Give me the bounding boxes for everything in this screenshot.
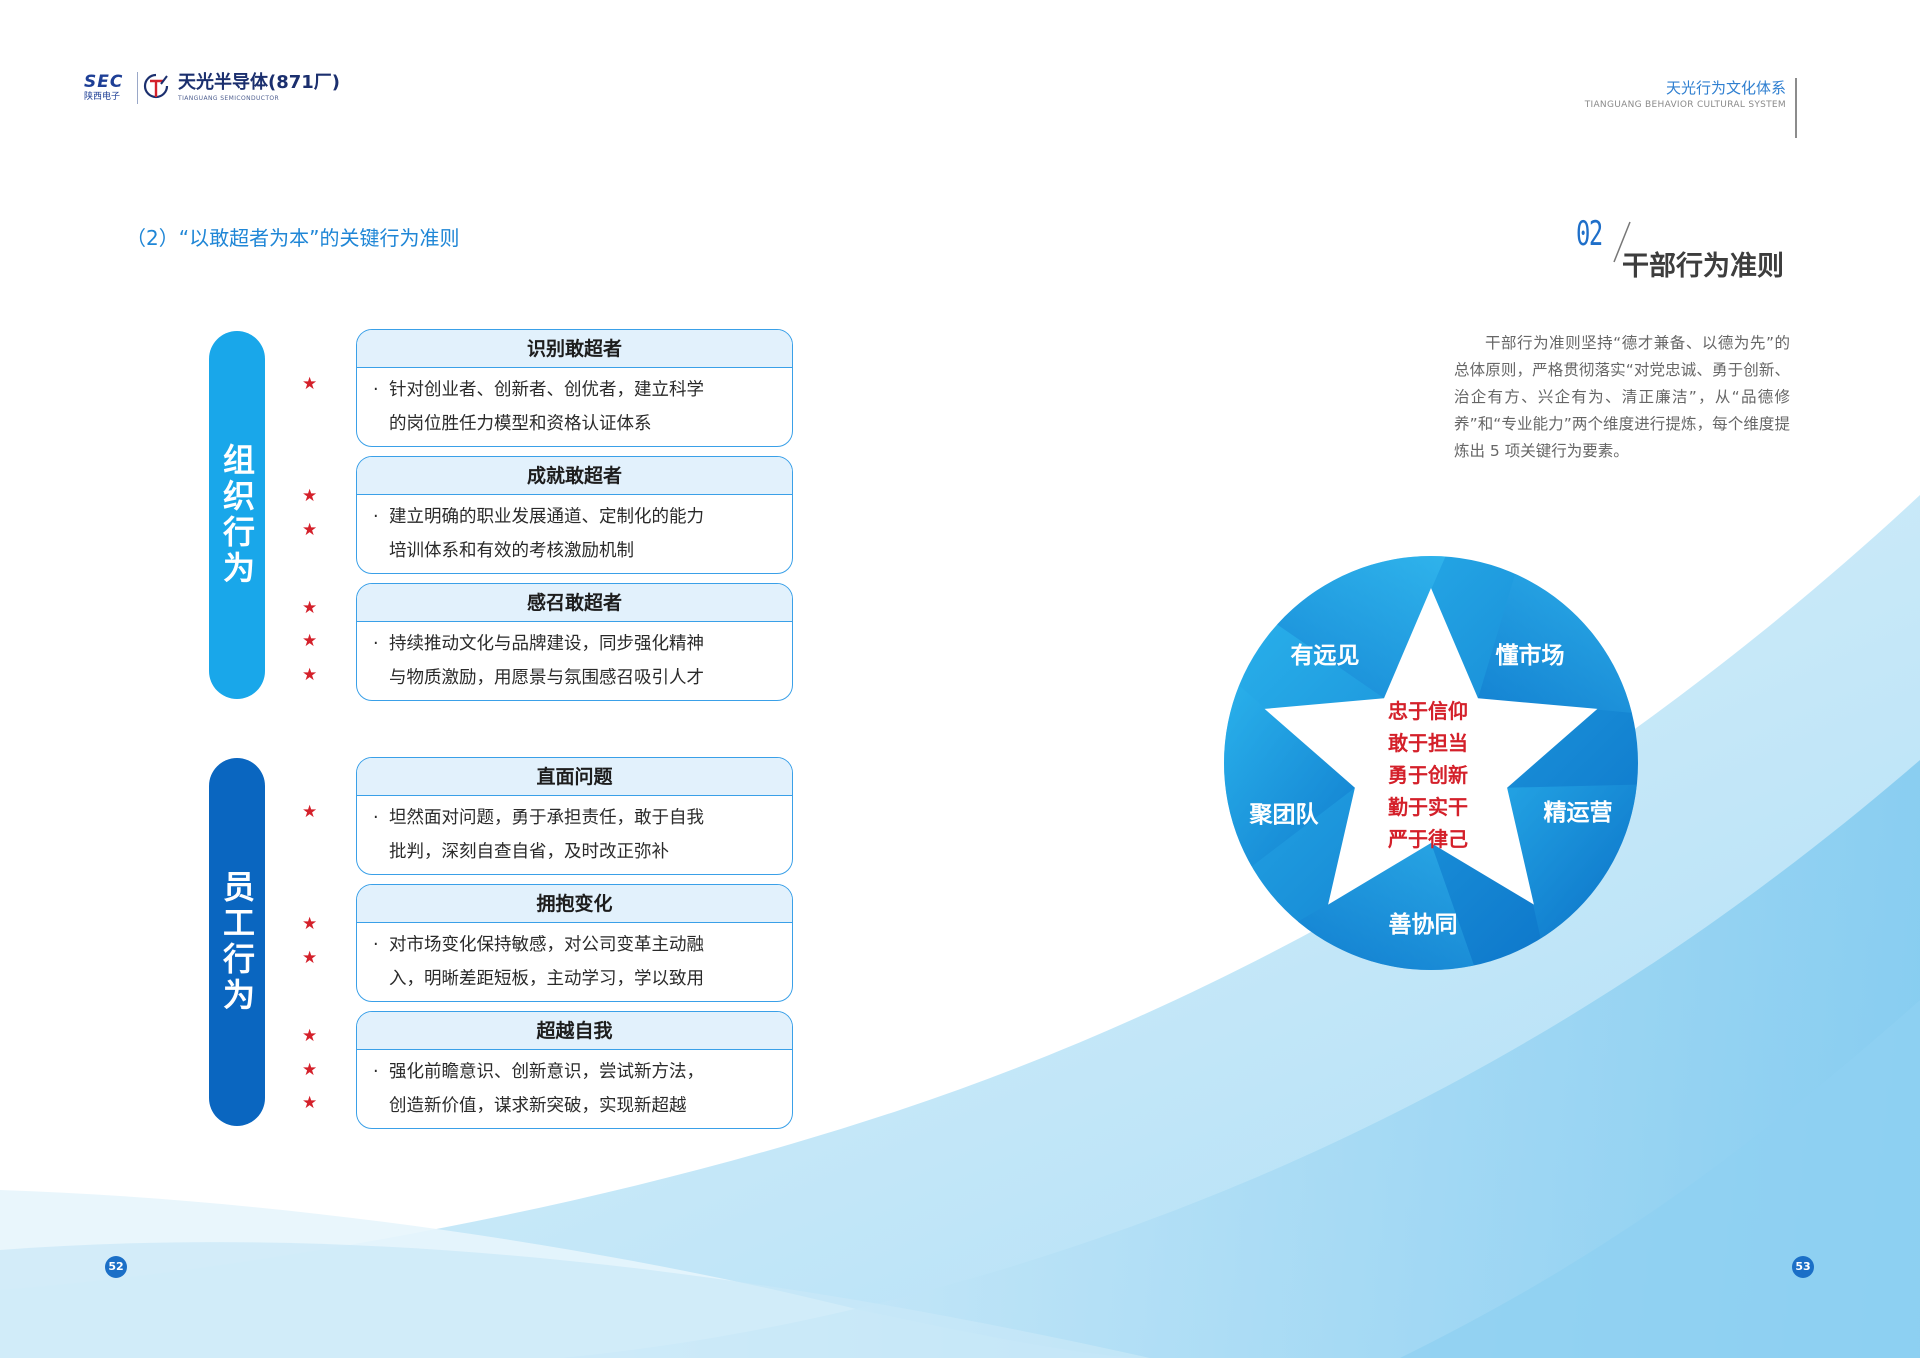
star-icon: ★: [302, 914, 318, 934]
tianguang-logo-icon: [143, 73, 169, 99]
card-line: 持续推动文化与品牌建设，同步强化精神: [389, 634, 704, 654]
center-value: 勇于创新: [1388, 763, 1468, 787]
wheel-segment-operations: 精运营: [1543, 800, 1613, 826]
card-line: 坦然面对问题，勇于承担责任，敢于自我: [389, 808, 704, 828]
wheel-segment-shade: [1277, 556, 1446, 699]
center-value: 忠于信仰: [1388, 699, 1468, 723]
card-line: 对市场变化保持敏感，对公司变革主动融: [389, 935, 704, 955]
header-section-title: 天光行为文化体系: [1665, 79, 1786, 97]
card-line: 针对创业者、创新者、创优者，建立科学: [389, 380, 704, 400]
header-divider: [1795, 78, 1797, 138]
card-line: 的岗位胜任力模型和资格认证体系: [389, 414, 652, 434]
wheel-segment-shade: [1507, 784, 1637, 939]
card-line: 与物质激励，用愿景与氛围感召吸引人才: [389, 668, 704, 688]
behavior-card-surpass-self: 超越自我 · 强化前瞻意识、创新意识，尝试新方法， 创造新价值，谋求新突破，实现新…: [356, 1011, 793, 1129]
section-number: 02: [1576, 214, 1603, 254]
header-section-title-en: TIANGUANG BEHAVIOR CULTURAL SYSTEM: [1584, 100, 1786, 110]
star-icon: ★: [302, 948, 318, 968]
card-line: 强化前瞻意识、创新意识，尝试新方法，: [389, 1062, 704, 1082]
bullet: ·: [373, 808, 379, 828]
wheel-segment-team: 聚团队: [1249, 802, 1319, 828]
cadre-wheel-diagram: [1224, 556, 1638, 970]
card-line: 创造新价值，谋求新突破，实现新超越: [389, 1096, 687, 1116]
center-value: 勤于实干: [1388, 795, 1468, 819]
star-icon: ★: [302, 374, 318, 394]
card-title: 直面问题: [357, 758, 792, 796]
star-icon: ★: [302, 802, 318, 822]
sec-logo-subtext: 陕西电子: [84, 92, 121, 102]
company-name: 天光半导体(871厂): [178, 72, 341, 93]
star-icon: ★: [302, 598, 318, 618]
logo-divider: [137, 72, 138, 104]
card-title: 拥抱变化: [357, 885, 792, 923]
card-line: 入，明晰差距短板，主动学习，学以致用: [389, 969, 704, 989]
company-name-en: TIANGUANG SEMICONDUCTOR: [178, 95, 280, 102]
star-icon: ★: [302, 486, 318, 506]
center-value: 敢于担当: [1388, 731, 1468, 755]
slash-decoration: [1613, 221, 1631, 263]
star-icon: ★: [302, 1026, 318, 1046]
card-line: 培训体系和有效的考核激励机制: [389, 541, 634, 561]
star-icon: ★: [302, 520, 318, 540]
behavior-card-inspire: 感召敢超者 · 持续推动文化与品牌建设，同步强化精神 与物质激励，用愿景与氛围感召…: [356, 583, 793, 701]
cadre-principles-title: 干部行为准则: [1622, 251, 1784, 282]
card-line: 批判，深刻自查自省，及时改正弥补: [389, 842, 669, 862]
wheel-center-values: 忠于信仰 敢于担当 勇于创新 勤于实干 严于律己: [1383, 695, 1473, 855]
wheel-segment-shade: [1297, 843, 1475, 970]
page-number-left: 52: [105, 1256, 127, 1278]
org-behavior-bar: 组织行为: [209, 331, 265, 699]
sec-logo-text: SEC: [84, 72, 124, 92]
wheel-segment-shade: [1224, 685, 1355, 867]
employee-behavior-label: 员工行为: [218, 870, 256, 1014]
employee-behavior-bar: 员工行为: [209, 758, 265, 1126]
cadre-principles-intro: 干部行为准则坚持“德才兼备、以德为先”的总体原则，严格贯彻落实“对党忠诚、勇于创…: [1454, 334, 1790, 460]
sec-logo: SEC 陕西电子: [84, 74, 130, 103]
card-title: 成就敢超者: [357, 457, 792, 495]
star-icon: ★: [302, 1093, 318, 1113]
star-icon: ★: [302, 1060, 318, 1080]
behavior-card-achieve: 成就敢超者 · 建立明确的职业发展通道、定制化的能力 培训体系和有效的考核激励机制: [356, 456, 793, 574]
wheel-segment-foresight: 有远见: [1290, 643, 1360, 669]
card-title: 感召敢超者: [357, 584, 792, 622]
page-number-right: 53: [1792, 1256, 1814, 1278]
bullet: ·: [373, 380, 379, 400]
card-title: 识别敢超者: [357, 330, 792, 368]
bullet: ·: [373, 1062, 379, 1082]
behavior-card-embrace-change: 拥抱变化 · 对市场变化保持敏感，对公司变革主动融 入，明晰差距短板，主动学习，学…: [356, 884, 793, 1002]
wheel-center-star: [1264, 588, 1598, 905]
star-icon: ★: [302, 665, 318, 685]
subsection-title: （2）“以敢超者为本”的关键行为准则: [126, 226, 460, 250]
bullet: ·: [373, 935, 379, 955]
behavior-card-identify: 识别敢超者 · 针对创业者、创新者、创优者，建立科学 的岗位胜任力模型和资格认证体…: [356, 329, 793, 447]
bullet: ·: [373, 634, 379, 654]
center-value: 严于律己: [1388, 827, 1468, 851]
wheel-segment-market: 懂市场: [1495, 643, 1565, 669]
wheel-segment-collaboration: 善协同: [1388, 912, 1458, 938]
org-behavior-label: 组织行为: [218, 443, 256, 587]
card-line: 建立明确的职业发展通道、定制化的能力: [389, 507, 704, 527]
behavior-card-face-problems: 直面问题 · 坦然面对问题，勇于承担责任，敢于自我 批判，深刻自查自省，及时改正弥…: [356, 757, 793, 875]
wheel-segment-shade: [1478, 573, 1632, 713]
card-title: 超越自我: [357, 1012, 792, 1050]
star-icon: ★: [302, 631, 318, 651]
bullet: ·: [373, 507, 379, 527]
